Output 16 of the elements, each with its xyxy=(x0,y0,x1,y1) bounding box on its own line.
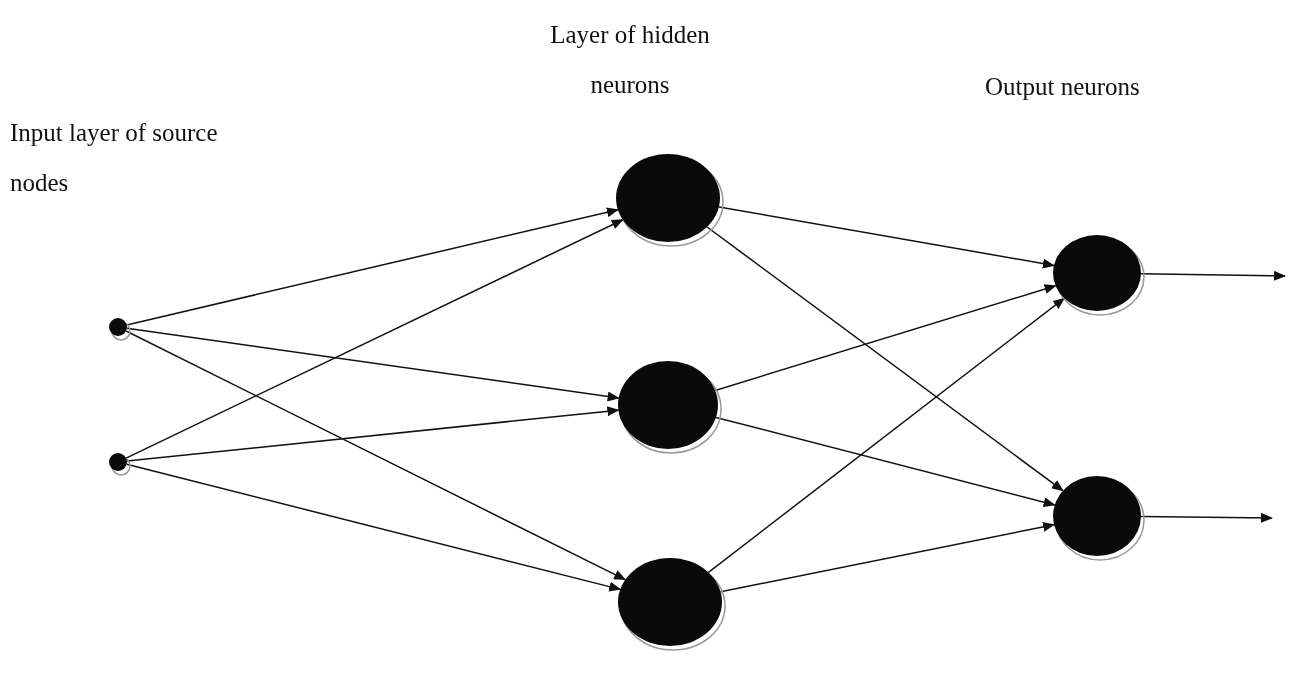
arrow xyxy=(714,284,1057,392)
layer-label: Layer of hidden neurons xyxy=(549,20,711,100)
layer-label: Input layer of source nodes xyxy=(10,118,219,198)
arrow xyxy=(718,206,1055,269)
arrow xyxy=(706,226,1064,492)
arrow xyxy=(125,330,627,581)
arrow xyxy=(126,207,619,326)
arrow xyxy=(1140,512,1273,523)
arrow xyxy=(126,406,620,462)
arrow xyxy=(126,327,620,402)
arrow xyxy=(1140,270,1286,281)
arrow xyxy=(715,416,1056,508)
layer-label: Output neurons xyxy=(985,72,1141,102)
arrow xyxy=(125,463,622,592)
arrow xyxy=(125,218,624,459)
arrow xyxy=(707,297,1065,574)
